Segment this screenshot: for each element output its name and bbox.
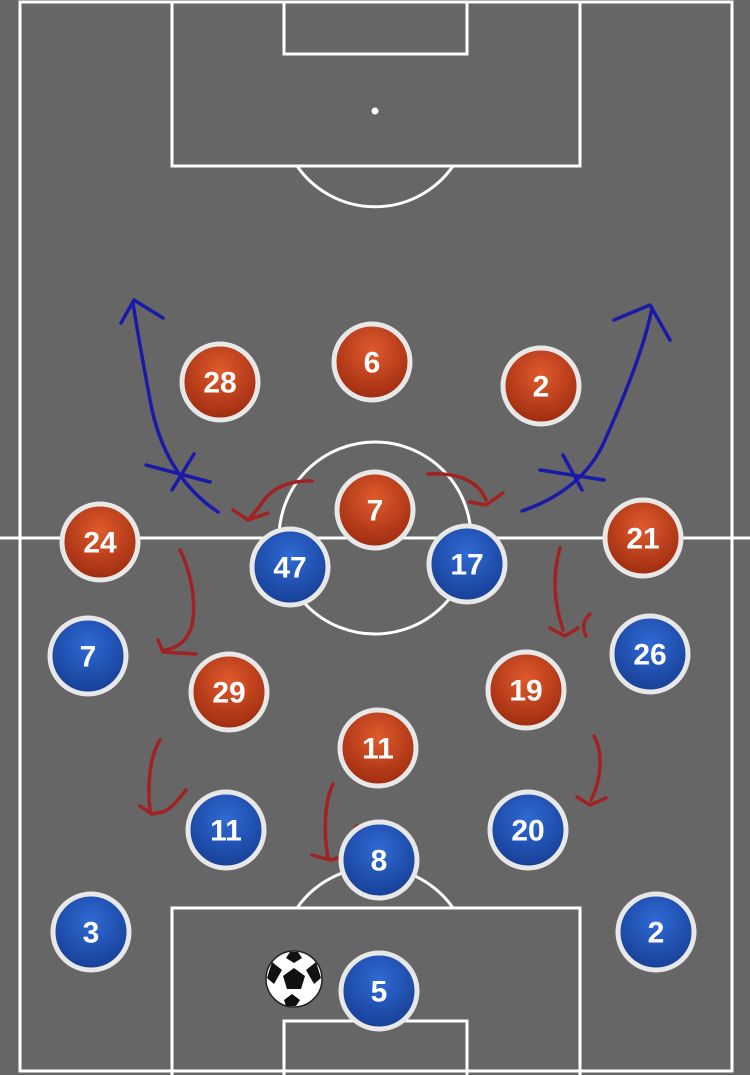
blue-player-token	[609, 613, 691, 695]
red-player-number: 6	[364, 347, 381, 380]
blue-player: 47	[249, 526, 331, 608]
red-arrow-3	[163, 548, 196, 652]
red-player: 24	[59, 501, 141, 583]
blue-player-token	[50, 891, 132, 973]
blue-player-token	[338, 950, 420, 1032]
red-player-number: 7	[367, 495, 384, 528]
blue-player-token	[338, 819, 420, 901]
red-player: 6	[331, 321, 413, 403]
red-player-number: 11	[362, 733, 394, 766]
red-player-number: 24	[83, 527, 117, 560]
blue-player-number: 20	[511, 815, 544, 848]
soccer-ball-icon	[265, 950, 323, 1008]
blue-arrows	[119, 298, 672, 514]
red-arrow-6	[323, 782, 335, 860]
red-player: 7	[334, 469, 416, 551]
top-goal-area	[282, 0, 469, 56]
blue-arrow-left-cross	[144, 452, 212, 492]
red-arrow-2-head	[468, 491, 505, 507]
blue-player: 3	[50, 891, 132, 973]
blue-arrow-right	[520, 306, 654, 513]
blue-arrow-right-cross	[538, 453, 606, 492]
red-player: 19	[485, 649, 567, 731]
red-arrow-3-head	[156, 638, 198, 656]
red-player-token	[602, 497, 684, 579]
red-arrow-5	[147, 738, 162, 812]
blue-player-token	[487, 789, 569, 871]
red-player-number: 19	[509, 675, 542, 708]
blue-player-number: 26	[633, 639, 666, 672]
blue-arrow-right-head	[612, 303, 672, 342]
blue-player-number: 8	[371, 845, 388, 878]
top-penalty-arc	[295, 165, 455, 209]
blue-player: 20	[487, 789, 569, 871]
blue-player: 26	[609, 613, 691, 695]
blue-player-token	[426, 523, 508, 605]
blue-player-number: 17	[450, 549, 483, 582]
red-player: 28	[179, 341, 261, 423]
blue-player-token	[249, 526, 331, 608]
blue-team: 47 17 7 26 11 20 8 3 2 5	[47, 523, 697, 1032]
red-player-token	[337, 707, 419, 789]
red-player-number: 28	[203, 367, 236, 400]
red-arrow-1-head	[231, 508, 270, 522]
blue-player-number: 11	[210, 815, 242, 848]
red-arrow-7-head	[575, 795, 608, 807]
red-player-token	[334, 469, 416, 551]
red-player-token	[500, 345, 582, 427]
red-player-token	[179, 341, 261, 423]
red-player-number: 2	[533, 371, 550, 404]
red-arrow-4	[553, 546, 565, 632]
blue-player-token	[47, 615, 129, 697]
red-arrow-2	[426, 471, 488, 502]
blue-player: 17	[426, 523, 508, 605]
blue-arrow-left-head	[119, 298, 165, 325]
red-player-token	[59, 501, 141, 583]
top-penalty-spot	[371, 107, 379, 115]
blue-player-number: 3	[83, 917, 100, 950]
blue-player-number: 7	[80, 641, 97, 674]
red-player: 29	[188, 651, 270, 733]
blue-player: 2	[615, 891, 697, 973]
red-player-token	[331, 321, 413, 403]
blue-player: 11	[185, 789, 267, 871]
blue-player-token	[615, 891, 697, 973]
blue-player-number: 5	[371, 976, 388, 1009]
blue-arrow-left	[131, 301, 220, 514]
red-player-number: 29	[212, 677, 245, 710]
blue-player-number: 47	[273, 552, 306, 585]
red-arrow-1	[246, 479, 314, 522]
red-player: 21	[602, 497, 684, 579]
red-player: 11	[337, 707, 419, 789]
bottom-penalty-area	[170, 906, 582, 1075]
blue-player: 5	[338, 950, 420, 1032]
blue-player-token	[185, 789, 267, 871]
blue-player: 7	[47, 615, 129, 697]
red-player-token	[188, 651, 270, 733]
red-arrow-7	[589, 734, 602, 802]
red-arrow-5-head	[138, 788, 188, 816]
red-player-number: 21	[626, 523, 659, 556]
red-player-token	[485, 649, 567, 731]
red-player: 2	[500, 345, 582, 427]
blue-player-number: 2	[648, 917, 665, 950]
red-arrow-4-head	[548, 612, 592, 638]
blue-player: 8	[338, 819, 420, 901]
